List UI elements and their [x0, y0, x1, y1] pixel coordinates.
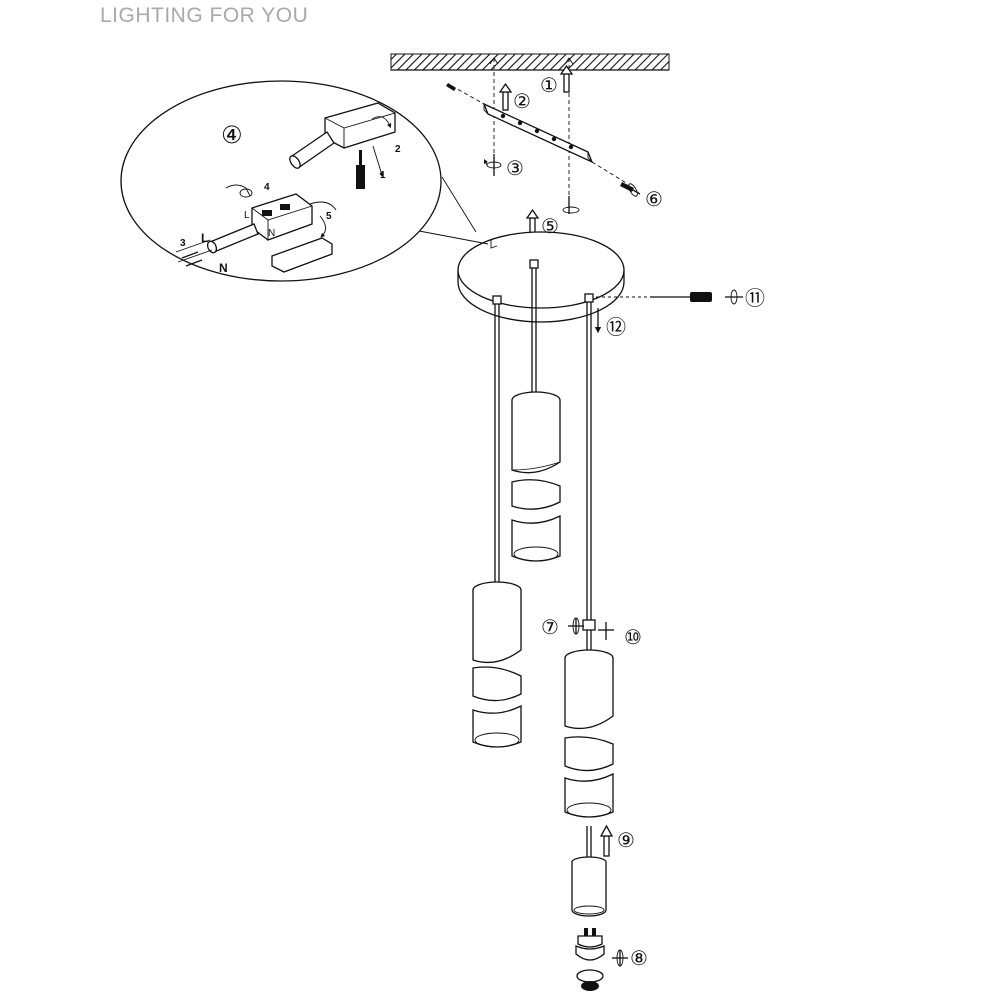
shade-right — [564, 649, 614, 818]
step-7-rotate-icon — [568, 617, 584, 635]
step-4-label: ④ — [221, 121, 243, 149]
step-1-label: ① — [540, 73, 558, 97]
step-12-label: ⑫ — [606, 315, 626, 339]
step-11-label: ⑪ — [745, 286, 765, 310]
bracket-bolt — [562, 196, 580, 214]
step-6-screw — [620, 182, 641, 197]
wire-label-live: L — [201, 231, 208, 245]
step-8-rotate-icon — [612, 949, 628, 967]
detail-label-1: 1 — [380, 170, 386, 181]
lamp-holder-cup — [571, 826, 607, 917]
ceiling-canopy — [457, 231, 625, 323]
terminal-box — [289, 102, 396, 189]
terminal-label-live: L — [244, 210, 250, 221]
detail-label-2: 2 — [395, 144, 401, 155]
pendant-cable-right — [582, 302, 596, 652]
shade-left — [472, 581, 522, 748]
wire-connector — [175, 184, 337, 273]
pendant-cable-left — [494, 304, 500, 582]
detail-label-5: 5 — [326, 211, 332, 222]
wire-label-neutral: N — [219, 261, 228, 275]
terminal-label-neutral: N — [268, 228, 275, 239]
step-5-label: ⑤ — [541, 214, 559, 238]
pendant-cable-middle — [531, 268, 537, 394]
detail-label-3: 3 — [180, 238, 186, 249]
step-7-label: ⑦ — [541, 615, 559, 639]
brand-wordmark: LIGHTING FOR YOU — [100, 4, 309, 27]
step-1-arrow — [559, 64, 574, 93]
step-9-label: ⑨ — [617, 828, 635, 852]
retaining-ring — [576, 969, 604, 991]
mounting-bracket — [446, 83, 629, 185]
ceiling-screw-right — [564, 57, 574, 210]
step-9-arrow — [599, 824, 614, 857]
shade-middle — [511, 391, 561, 562]
gu10-bulb — [575, 928, 605, 961]
ceiling — [390, 53, 670, 71]
step-2-label: ② — [513, 89, 531, 113]
step-11-screwdriver — [596, 289, 743, 305]
step-10-rotate-icon — [598, 622, 614, 640]
step-6-label: ⑥ — [645, 187, 663, 211]
step-3-label: ③ — [506, 156, 524, 180]
step-8-label: ⑧ — [630, 946, 648, 970]
step-3-rotate-icon — [483, 154, 502, 176]
step-10-label: ⑩ — [624, 625, 642, 649]
step-2-arrow — [498, 82, 513, 111]
detail-label-4: 4 — [264, 182, 270, 193]
step-5-arrow — [525, 208, 540, 235]
